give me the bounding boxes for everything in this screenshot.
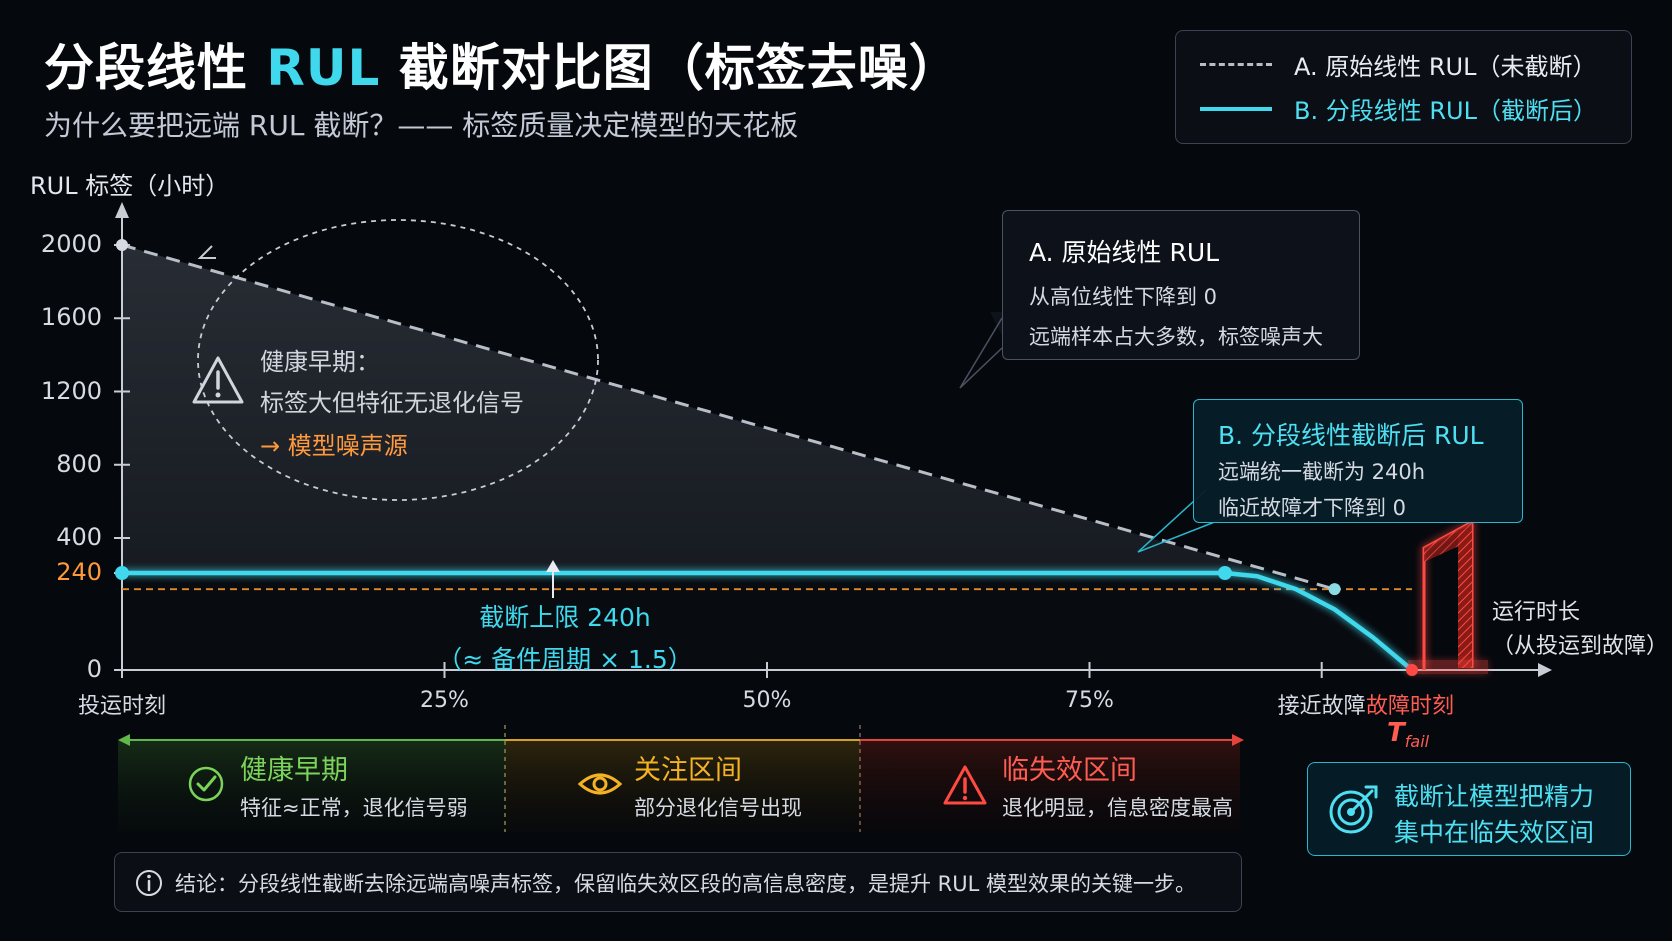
y-tick-label-1200: 1200 (40, 376, 102, 405)
focus-box: 截断让模型把精力 集中在临失效区间 (1307, 762, 1631, 856)
fail-gate-glow (1408, 660, 1488, 674)
callout-a-line2: 远端样本占大多数，标签噪声大 (1029, 325, 1323, 349)
cap-arrow-head (546, 560, 560, 572)
callout-original-rul: A. 原始线性 RUL 从高位线性下降到 0 远端样本占大多数，标签噪声大 (1002, 210, 1360, 360)
cap-label: 截断上限 240h （≈ 备件周期 × 1.5） (420, 598, 710, 676)
early-note-line3: → 模型噪声源 (260, 432, 408, 460)
series-intersection-point (1328, 583, 1341, 596)
callout-b-heading: B. 分段线性截断后 RUL (1218, 421, 1484, 450)
series-a-line (121, 243, 1336, 591)
zone-near-failure-title: 临失效区间 (1002, 755, 1137, 786)
check-circle-icon (188, 766, 224, 802)
chart-legend: A. 原始线性 RUL（未截断） B. 分段线性 RUL（截断后） (1175, 30, 1632, 144)
zone-arrow-left-head (118, 734, 130, 746)
callout-b-line2: 临近故障才下降到 0 (1218, 496, 1407, 520)
callout-b-line1: 远端统一截断为 240h (1218, 460, 1426, 484)
legend-item-a: A. 原始线性 RUL（未截断） (1200, 47, 1597, 82)
x-tick-label-1: 25% (420, 688, 469, 713)
y-tick-label-1600: 1600 (40, 303, 102, 332)
zone-healthy-title: 健康早期 (240, 755, 348, 786)
zone-band-2 (860, 740, 1240, 832)
y-tick-label-0: 0 (86, 655, 102, 683)
zone-healthy: 健康早期 特征≈正常，退化信号弱 (186, 742, 506, 832)
truncated-rul-area (122, 573, 1412, 670)
legend-item-b: B. 分段线性 RUL（截断后） (1200, 91, 1597, 126)
series-b-start-point (115, 566, 129, 580)
info-icon (136, 870, 162, 896)
x-axis-label-line1: 运行时长 (1492, 600, 1581, 625)
legend-label-a: A. 原始线性 RUL（未截断） (1294, 53, 1597, 81)
callout-truncated-rul: B. 分段线性截断后 RUL 远端统一截断为 240h 临近故障才下降到 0 (1193, 399, 1523, 523)
y-axis-arrow (115, 202, 129, 218)
original-rul-area (122, 245, 1258, 573)
callout-a-pointer (959, 317, 1003, 389)
zone-near-failure-desc: 退化明显，信息密度最高 (1002, 796, 1233, 820)
conclusion-bar: 结论：分段线性截断去除远端高噪声标签，保留临失效区段的高信息密度，是提升 RUL… (114, 852, 1242, 912)
y-tick-label-400: 400 (56, 523, 102, 551)
zone-near-failure: 临失效区间 退化明显，信息密度最高 (942, 742, 1272, 832)
focus-box-line1: 截断让模型把精力 (1394, 782, 1595, 811)
legend-label-b: B. 分段线性 RUL（截断后） (1294, 97, 1597, 125)
fail-gate-hatch (1458, 530, 1472, 668)
zone-attention: 关注区间 部分退化信号出现 (578, 742, 878, 832)
x-tick-label-2: 50% (742, 688, 792, 713)
warning-icon (192, 356, 244, 404)
legend-swatch-solid (1200, 106, 1272, 111)
cap-label-line2: （≈ 备件周期 × 1.5） (437, 645, 693, 674)
ellipse-arrow-head (197, 245, 216, 259)
callout-a-pointer-fill (990, 312, 1002, 335)
y-tick-label-2000: 2000 (40, 230, 102, 258)
zone-arrow-right-head (1232, 734, 1244, 746)
cap-label-line1: 截断上限 240h (479, 603, 651, 632)
x-tick-label-3: 75% (1065, 688, 1114, 713)
series-b-knee-point (1217, 566, 1232, 580)
zone-band-1 (505, 740, 860, 832)
y-tick-label-240: 240 (56, 558, 102, 586)
x-axis-arrow (1538, 663, 1552, 677)
page-title: 分段线性 RUL 截断对比图（标签去噪） (44, 39, 960, 97)
warning-icon (943, 765, 987, 805)
early-note-line2: 标签大但特征无退化信号 (260, 389, 524, 417)
zone-attention-desc: 部分退化信号出现 (634, 796, 802, 820)
series-a-start-point (116, 239, 128, 251)
focus-box-line2: 集中在临失效区间 (1394, 818, 1595, 847)
x-tick-label-4: 接近故障 (1277, 694, 1366, 719)
page-subtitle: 为什么要把远端 RUL 截断？—— 标签质量决定模型的天花板 (44, 109, 799, 142)
x-axis-label-line2: （从投运到故障） (1492, 634, 1669, 659)
early-note-line1: 健康早期： (260, 348, 380, 376)
target-icon (1329, 785, 1378, 834)
callout-a-line1: 从高位线性下降到 0 (1029, 285, 1218, 309)
fail-gate-top (1424, 522, 1472, 562)
x-tick-label-0: 投运时刻 (77, 694, 167, 719)
conclusion-text: 结论：分段线性截断去除远端高噪声标签，保留临失效区段的高信息密度，是提升 RUL… (175, 872, 1197, 896)
x-axis-label: 运行时长 （从投运到故障） (1492, 596, 1668, 664)
early-zone-ellipse (197, 219, 599, 501)
y-axis-label: RUL 标签（小时） (30, 172, 230, 200)
y-tick-label-800: 800 (56, 449, 102, 478)
zone-attention-title: 关注区间 (634, 755, 742, 786)
legend-swatch-dashed (1200, 63, 1272, 66)
zone-band-0 (118, 740, 505, 832)
zone-healthy-desc: 特征≈正常，退化信号弱 (240, 796, 468, 820)
eye-icon (578, 773, 622, 795)
early-health-note: 健康早期： 标签大但特征无退化信号 → 模型噪声源 (260, 342, 660, 461)
tfail-label: Tfail (1387, 718, 1430, 752)
callout-b-pointer (1137, 489, 1231, 553)
callout-a-heading: A. 原始线性 RUL (1029, 238, 1220, 267)
fail-tick-label: 故障时刻 (1366, 694, 1455, 719)
